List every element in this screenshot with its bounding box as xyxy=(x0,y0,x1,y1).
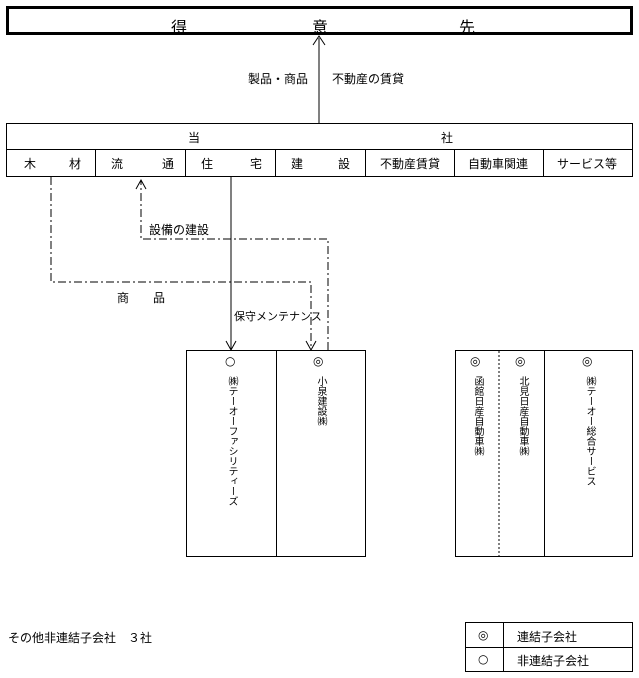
group-divider-services xyxy=(544,351,545,556)
label-maintenance: 保守メンテナンス xyxy=(234,310,322,323)
customer-char-3: 先 xyxy=(459,18,476,37)
segment-wood-char-2: 材 xyxy=(69,157,82,171)
other-subsidiaries-note: その他非連結子会社 ３社 xyxy=(8,631,153,645)
dfacility-mark: ○ xyxy=(225,354,236,368)
segment-housing-char-2: 宅 xyxy=(250,157,263,171)
legend-row-divider xyxy=(466,647,632,648)
sogo-mark: ◎ xyxy=(582,354,593,368)
arrow-to-customer-head xyxy=(312,35,326,46)
sogo-name: ㈱テーオー総合サービス xyxy=(584,376,595,486)
group-divider xyxy=(276,351,277,556)
segment-distribution-char-2: 通 xyxy=(162,157,175,171)
segment-housing: 住 宅 xyxy=(186,150,276,177)
hakodate-mark: ◎ xyxy=(470,354,481,368)
subsidiary-group-auto xyxy=(455,350,633,557)
segment-services: サービス等 xyxy=(544,150,632,177)
label-products: 製品・商品 xyxy=(248,72,309,86)
company-title-left: 当 xyxy=(188,131,201,145)
segment-construction-char-1: 建 xyxy=(291,157,304,171)
segment-services-label: サービス等 xyxy=(557,157,618,171)
segment-construction-char-2: 設 xyxy=(338,157,351,171)
segment-wood-char-1: 木 xyxy=(24,157,37,171)
kitami-mark: ◎ xyxy=(515,354,526,368)
segment-housing-char-1: 住 xyxy=(201,157,214,171)
arrow-facility-construction xyxy=(140,181,329,350)
segment-real-estate: 不動産賃貸 xyxy=(366,150,455,177)
label-goods: 商 品 xyxy=(117,291,166,305)
segment-distribution-char-1: 流 xyxy=(111,157,124,171)
company-header-divider xyxy=(7,149,632,150)
customer-char-1: 得 xyxy=(171,18,188,37)
company-box: 当 社 xyxy=(6,123,633,177)
label-facility-construction: 設備の建設 xyxy=(149,223,210,237)
segment-auto: 自動車関連 xyxy=(455,150,544,177)
legend-consolidated-mark: ◎ xyxy=(478,628,489,642)
customer-box: 得 意 先 xyxy=(6,6,633,37)
legend-box: ◎ 連結子会社 ○ 非連結子会社 xyxy=(465,622,633,672)
legend-consolidated-label: 連結子会社 xyxy=(517,630,578,644)
dfacility-name: ㈱テーオーファシリティーズ xyxy=(226,376,237,506)
legend-nonconsolidated-label: 非連結子会社 xyxy=(517,654,590,668)
subsidiary-group-construction xyxy=(186,350,366,557)
segment-construction: 建 設 xyxy=(276,150,366,177)
label-real-estate-lease: 不動産の賃貸 xyxy=(332,72,405,86)
kitami-name: 北見日産自動車㈱ xyxy=(517,376,528,456)
arrow-goods xyxy=(50,177,312,349)
koizumi-name: 小泉建設㈱ xyxy=(315,376,326,426)
legend-nonconsolidated-mark: ○ xyxy=(478,652,489,666)
hakodate-name: 函館日産自動車㈱ xyxy=(472,376,483,456)
segment-wood: 木 材 xyxy=(7,150,96,177)
segment-distribution: 流 通 xyxy=(96,150,186,177)
legend-col-divider xyxy=(503,623,504,671)
segment-real-estate-label: 不動産賃貸 xyxy=(380,157,441,171)
arrow-facility-construction-head xyxy=(135,178,147,190)
customer-char-2: 意 xyxy=(312,18,329,37)
segment-auto-label: 自動車関連 xyxy=(468,157,529,171)
company-title-right: 社 xyxy=(441,131,454,145)
koizumi-mark: ◎ xyxy=(313,354,324,368)
